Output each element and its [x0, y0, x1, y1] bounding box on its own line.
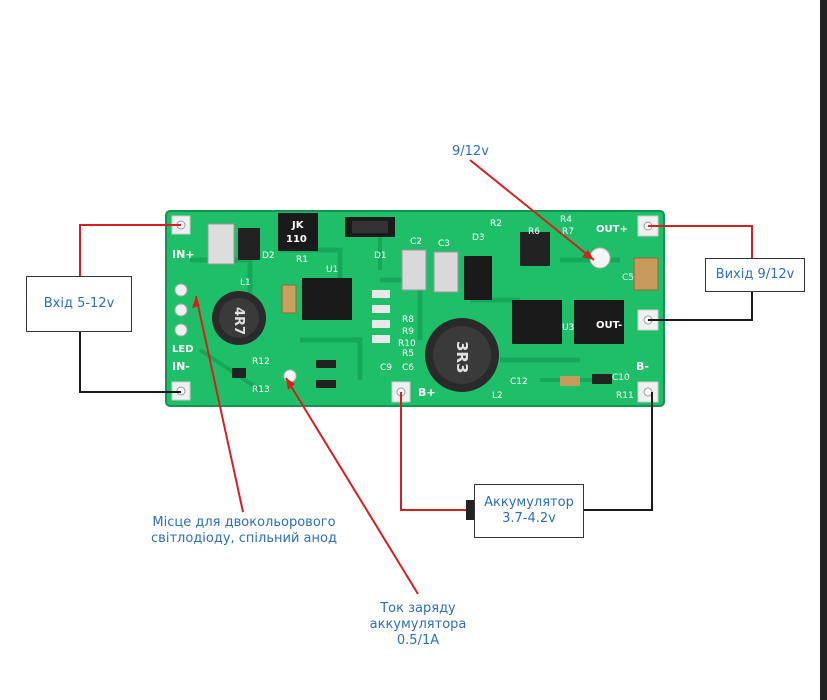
led-pointer-arrow — [192, 296, 200, 308]
top-pointer-line — [469, 159, 595, 261]
ref-c12: C12 — [510, 377, 528, 387]
ref-r4: R4 — [560, 215, 572, 225]
ref-c9: C9 — [380, 363, 392, 373]
ref-r11: R11 — [616, 391, 634, 401]
battery-terminal — [466, 500, 474, 520]
ref-d2: D2 — [262, 251, 275, 261]
wires — [79, 159, 753, 595]
battery-label-box: Аккумулятор 3.7-4.2v — [474, 484, 584, 538]
ref-c5: C5 — [622, 273, 634, 283]
ref-r5: R5 — [402, 349, 414, 359]
board-refs: L1 L2 U1 U3 D1 D2 D3 C2 C3 C5 C6 C9 C10 … — [240, 215, 634, 401]
led-pointer-line — [195, 295, 244, 513]
pad-label-in-plus: IN+ — [172, 248, 195, 261]
ref-r9: R9 — [402, 327, 414, 337]
battery-label-line1: Аккумулятор — [484, 495, 574, 510]
current-note-line1: Ток заряду — [380, 601, 456, 616]
ref-u3: U3 — [562, 323, 574, 333]
pad-label-bat-minus: B- — [636, 360, 649, 373]
board-silkscreen: IN+ IN- OUT+ OUT- B+ B- LED JK 110 4R7 3… — [172, 220, 649, 399]
ref-r6: R6 — [528, 227, 540, 237]
output-label: Вихід 9/12v — [715, 267, 795, 282]
ref-c6: C6 — [402, 363, 414, 373]
pad-label-in-minus: IN- — [172, 360, 190, 373]
input-negative-wire — [79, 332, 181, 393]
ref-d1: D1 — [374, 251, 387, 261]
top-voltage-label: 9/12v — [452, 144, 489, 159]
led-note-line2: світлодіоду, спільний анод — [151, 531, 337, 546]
ref-r2: R2 — [490, 219, 502, 229]
ref-d3: D3 — [472, 233, 485, 243]
ref-r1: R1 — [296, 255, 308, 265]
chip-jk-label: JK — [291, 220, 305, 231]
input-positive-wire — [79, 224, 181, 276]
ref-l2: L2 — [492, 391, 503, 401]
current-note-line3: 0.5/1A — [396, 633, 440, 648]
ref-c10: C10 — [612, 373, 630, 383]
input-label-box: Вхід 5-12v — [26, 276, 132, 332]
pcb-board — [165, 210, 665, 407]
inductor2-marking: 3R3 — [453, 341, 471, 373]
pad-label-bat-plus: B+ — [418, 386, 436, 399]
right-edge-bar — [820, 0, 827, 700]
ref-l1: L1 — [240, 278, 251, 288]
battery-label-line2: 3.7-4.2v — [502, 511, 556, 526]
ref-c2: C2 — [410, 237, 422, 247]
pad-label-led: LED — [172, 344, 194, 355]
top-pointer-arrow — [582, 250, 594, 260]
led-note-line1: Місце для двокольорового — [152, 515, 336, 530]
ref-c3: C3 — [438, 239, 450, 249]
output-positive-wire — [648, 225, 753, 258]
battery-negative-wire — [584, 392, 653, 511]
pad-label-out-plus: OUT+ — [596, 224, 628, 235]
ref-r8: R8 — [402, 315, 414, 325]
current-pointer-arrow — [286, 378, 295, 390]
output-negative-wire — [648, 292, 753, 321]
inductor1-marking: 4R7 — [231, 307, 246, 335]
input-label: Вхід 5-12v — [43, 296, 115, 311]
ref-r10: R10 — [398, 339, 416, 349]
output-label-box: Вихід 9/12v — [705, 258, 805, 292]
pad-label-out-minus: OUT- — [596, 320, 622, 331]
chip-jk-code: 110 — [286, 234, 307, 245]
current-pointer-line — [285, 377, 419, 595]
ref-r12: R12 — [252, 357, 270, 367]
battery-positive-wire — [400, 392, 474, 511]
ref-r13: R13 — [252, 385, 270, 395]
current-note-line2: аккумулятора — [369, 617, 467, 632]
ref-r7: R7 — [562, 227, 574, 237]
ref-u1: U1 — [326, 265, 338, 275]
